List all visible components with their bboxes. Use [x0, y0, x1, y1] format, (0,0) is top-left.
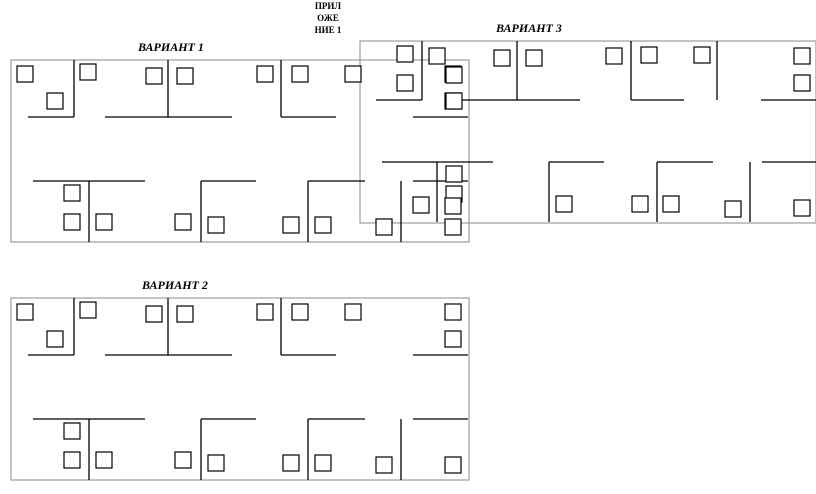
- variant-1-title: ВАРИАНТ 1: [138, 40, 204, 54]
- variant-3-desk: [445, 165, 463, 183]
- variant-2-desk: [291, 303, 309, 321]
- variant-frame-3: [359, 40, 816, 224]
- appendix-label: ПРИЛ ОЖЕ НИЕ 1: [308, 0, 348, 36]
- variant-2-desk: [46, 330, 64, 348]
- variant-3-desk: [445, 92, 463, 110]
- variant-1-desk: [79, 63, 97, 81]
- variant-3-desk: [493, 49, 511, 67]
- variant-1-desk: [63, 184, 81, 202]
- variant-2-desk: [79, 301, 97, 319]
- variant-1-desk: [176, 67, 194, 85]
- variant-3-desk: [793, 47, 811, 65]
- variant-1-desk: [145, 67, 163, 85]
- variant-3-desk: [444, 197, 462, 215]
- appendix-line-2: ОЖЕ: [317, 13, 339, 23]
- variant-3-desk: [662, 195, 680, 213]
- variant-1-desk: [256, 65, 274, 83]
- variant-1-desk: [95, 213, 113, 231]
- variant-frame-1: [10, 59, 470, 243]
- variant-1-desk: [375, 218, 393, 236]
- variant-2-desk: [375, 456, 393, 474]
- variant-1-desk: [207, 216, 225, 234]
- variant-1-desk: [16, 65, 34, 83]
- variant-1-desk: [63, 213, 81, 231]
- variant-1-desk: [444, 218, 462, 236]
- variant-2-desk: [282, 454, 300, 472]
- variant-1-desk: [344, 65, 362, 83]
- variant-2-desk: [256, 303, 274, 321]
- variant-2-desk: [95, 451, 113, 469]
- variant-2-desk: [174, 451, 192, 469]
- variant-2-desk: [444, 303, 462, 321]
- variant-3-title: ВАРИАНТ 3: [496, 21, 562, 35]
- variant-1-desk: [314, 216, 332, 234]
- variant-3-desk: [412, 196, 430, 214]
- variant-3-desk: [640, 46, 658, 64]
- variant-2-desk: [207, 454, 225, 472]
- variant-3-desk: [793, 199, 811, 217]
- variant-2-desk: [63, 451, 81, 469]
- variant-2-desk: [444, 456, 462, 474]
- variant-3-desk: [605, 47, 623, 65]
- variant-3-desk: [793, 74, 811, 92]
- variant-3-desk: [396, 45, 414, 63]
- appendix-line-3: НИЕ 1: [314, 25, 342, 35]
- variant-2-title: ВАРИАНТ 2: [142, 278, 208, 292]
- variant-2-desk: [444, 330, 462, 348]
- variant-3-desk: [396, 74, 414, 92]
- appendix-line-1: ПРИЛ: [314, 1, 342, 11]
- variant-3-desk: [428, 47, 446, 65]
- variant-2-desk: [176, 305, 194, 323]
- variant-3-desk: [525, 49, 543, 67]
- variant-frame-2: [10, 297, 470, 481]
- variant-1-desk: [174, 213, 192, 231]
- variant-2-desk: [344, 303, 362, 321]
- variant-1-desk: [46, 92, 64, 110]
- variant-2-desk: [63, 422, 81, 440]
- variant-3-desk: [693, 46, 711, 64]
- variant-3-desk: [555, 195, 573, 213]
- variant-1-desk: [282, 216, 300, 234]
- variant-1-desk: [291, 65, 309, 83]
- variant-3-desk: [631, 195, 649, 213]
- variant-2-desk: [314, 454, 332, 472]
- variant-3-desk: [724, 200, 742, 218]
- variant-3-desk: [445, 66, 463, 84]
- variant-2-desk: [16, 303, 34, 321]
- variant-2-desk: [145, 305, 163, 323]
